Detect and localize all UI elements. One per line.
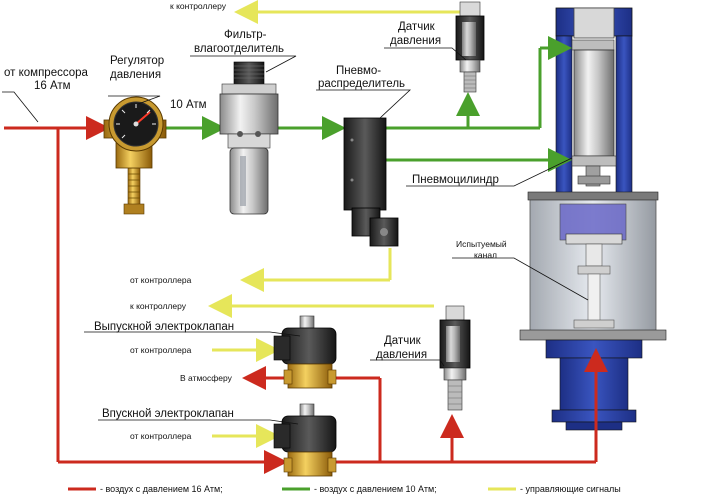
label-filter-2: влагоотделитель — [194, 43, 284, 55]
label-from-controller-1: от контроллера — [130, 275, 192, 285]
label-cylinder: Пневмоцилиндр — [412, 174, 499, 186]
exhaust-solenoid-valve — [273, 315, 337, 389]
control-signal-lines — [208, 0, 466, 448]
label-inlet-valve: Впускной электроклапан — [102, 408, 234, 420]
label-regulator-2: давления — [110, 69, 161, 81]
pneumatic-distributor — [343, 117, 399, 247]
label-exhaust-valve: Выпускной электроклапан — [94, 321, 234, 333]
label-sensor-bottom-1: Датчик — [384, 335, 422, 347]
pressure-sensor-bottom — [439, 305, 471, 411]
label-to-controller-2: к контроллеру — [130, 301, 187, 311]
label-from-controller-2: от контроллера — [130, 345, 192, 355]
filter-water-separator — [219, 61, 279, 215]
label-to-controller-top: к контроллеру — [170, 1, 227, 11]
label-channel-2: канал — [474, 250, 497, 260]
label-to-atmosphere: В атмосферу — [180, 373, 233, 383]
label-filter-1: Фильтр- — [224, 29, 267, 41]
label-10-atm: 10 Атм — [170, 99, 207, 111]
label-regulator-1: Регулятор — [110, 55, 164, 67]
label-16-atm: 16 Атм — [34, 80, 71, 92]
pressure-sensor-top — [455, 1, 485, 93]
label-sensor-top-1: Датчик — [398, 21, 436, 33]
air-16atm-lines — [4, 116, 608, 474]
test-chamber — [519, 191, 667, 341]
inlet-solenoid-valve — [273, 403, 337, 477]
label-from-controller-3: от контроллера — [130, 431, 192, 441]
label-sensor-top-2: давления — [390, 35, 441, 47]
legend-text-signal: - управляющие сигналы — [520, 484, 621, 494]
legend-text-10atm: - воздух с давлением 10 Атм; — [314, 484, 437, 494]
test-stand — [519, 7, 667, 431]
pressure-regulator — [103, 96, 167, 215]
legend-text-16atm: - воздух с давлением 16 Атм; — [100, 484, 223, 494]
pneumatic-cylinder — [571, 39, 617, 187]
label-pneumo-2: распределитель — [318, 78, 405, 90]
label-channel-1: Испытуемый — [456, 239, 507, 249]
air-10atm-lines — [166, 36, 572, 172]
leader-lines — [2, 47, 589, 425]
legend: - воздух с давлением 16 Атм; - воздух с … — [68, 484, 621, 494]
label-from-compressor: от компрессора — [4, 67, 89, 79]
label-pneumo-1: Пневмо- — [336, 65, 381, 77]
label-sensor-bottom-2: давления — [376, 349, 427, 361]
